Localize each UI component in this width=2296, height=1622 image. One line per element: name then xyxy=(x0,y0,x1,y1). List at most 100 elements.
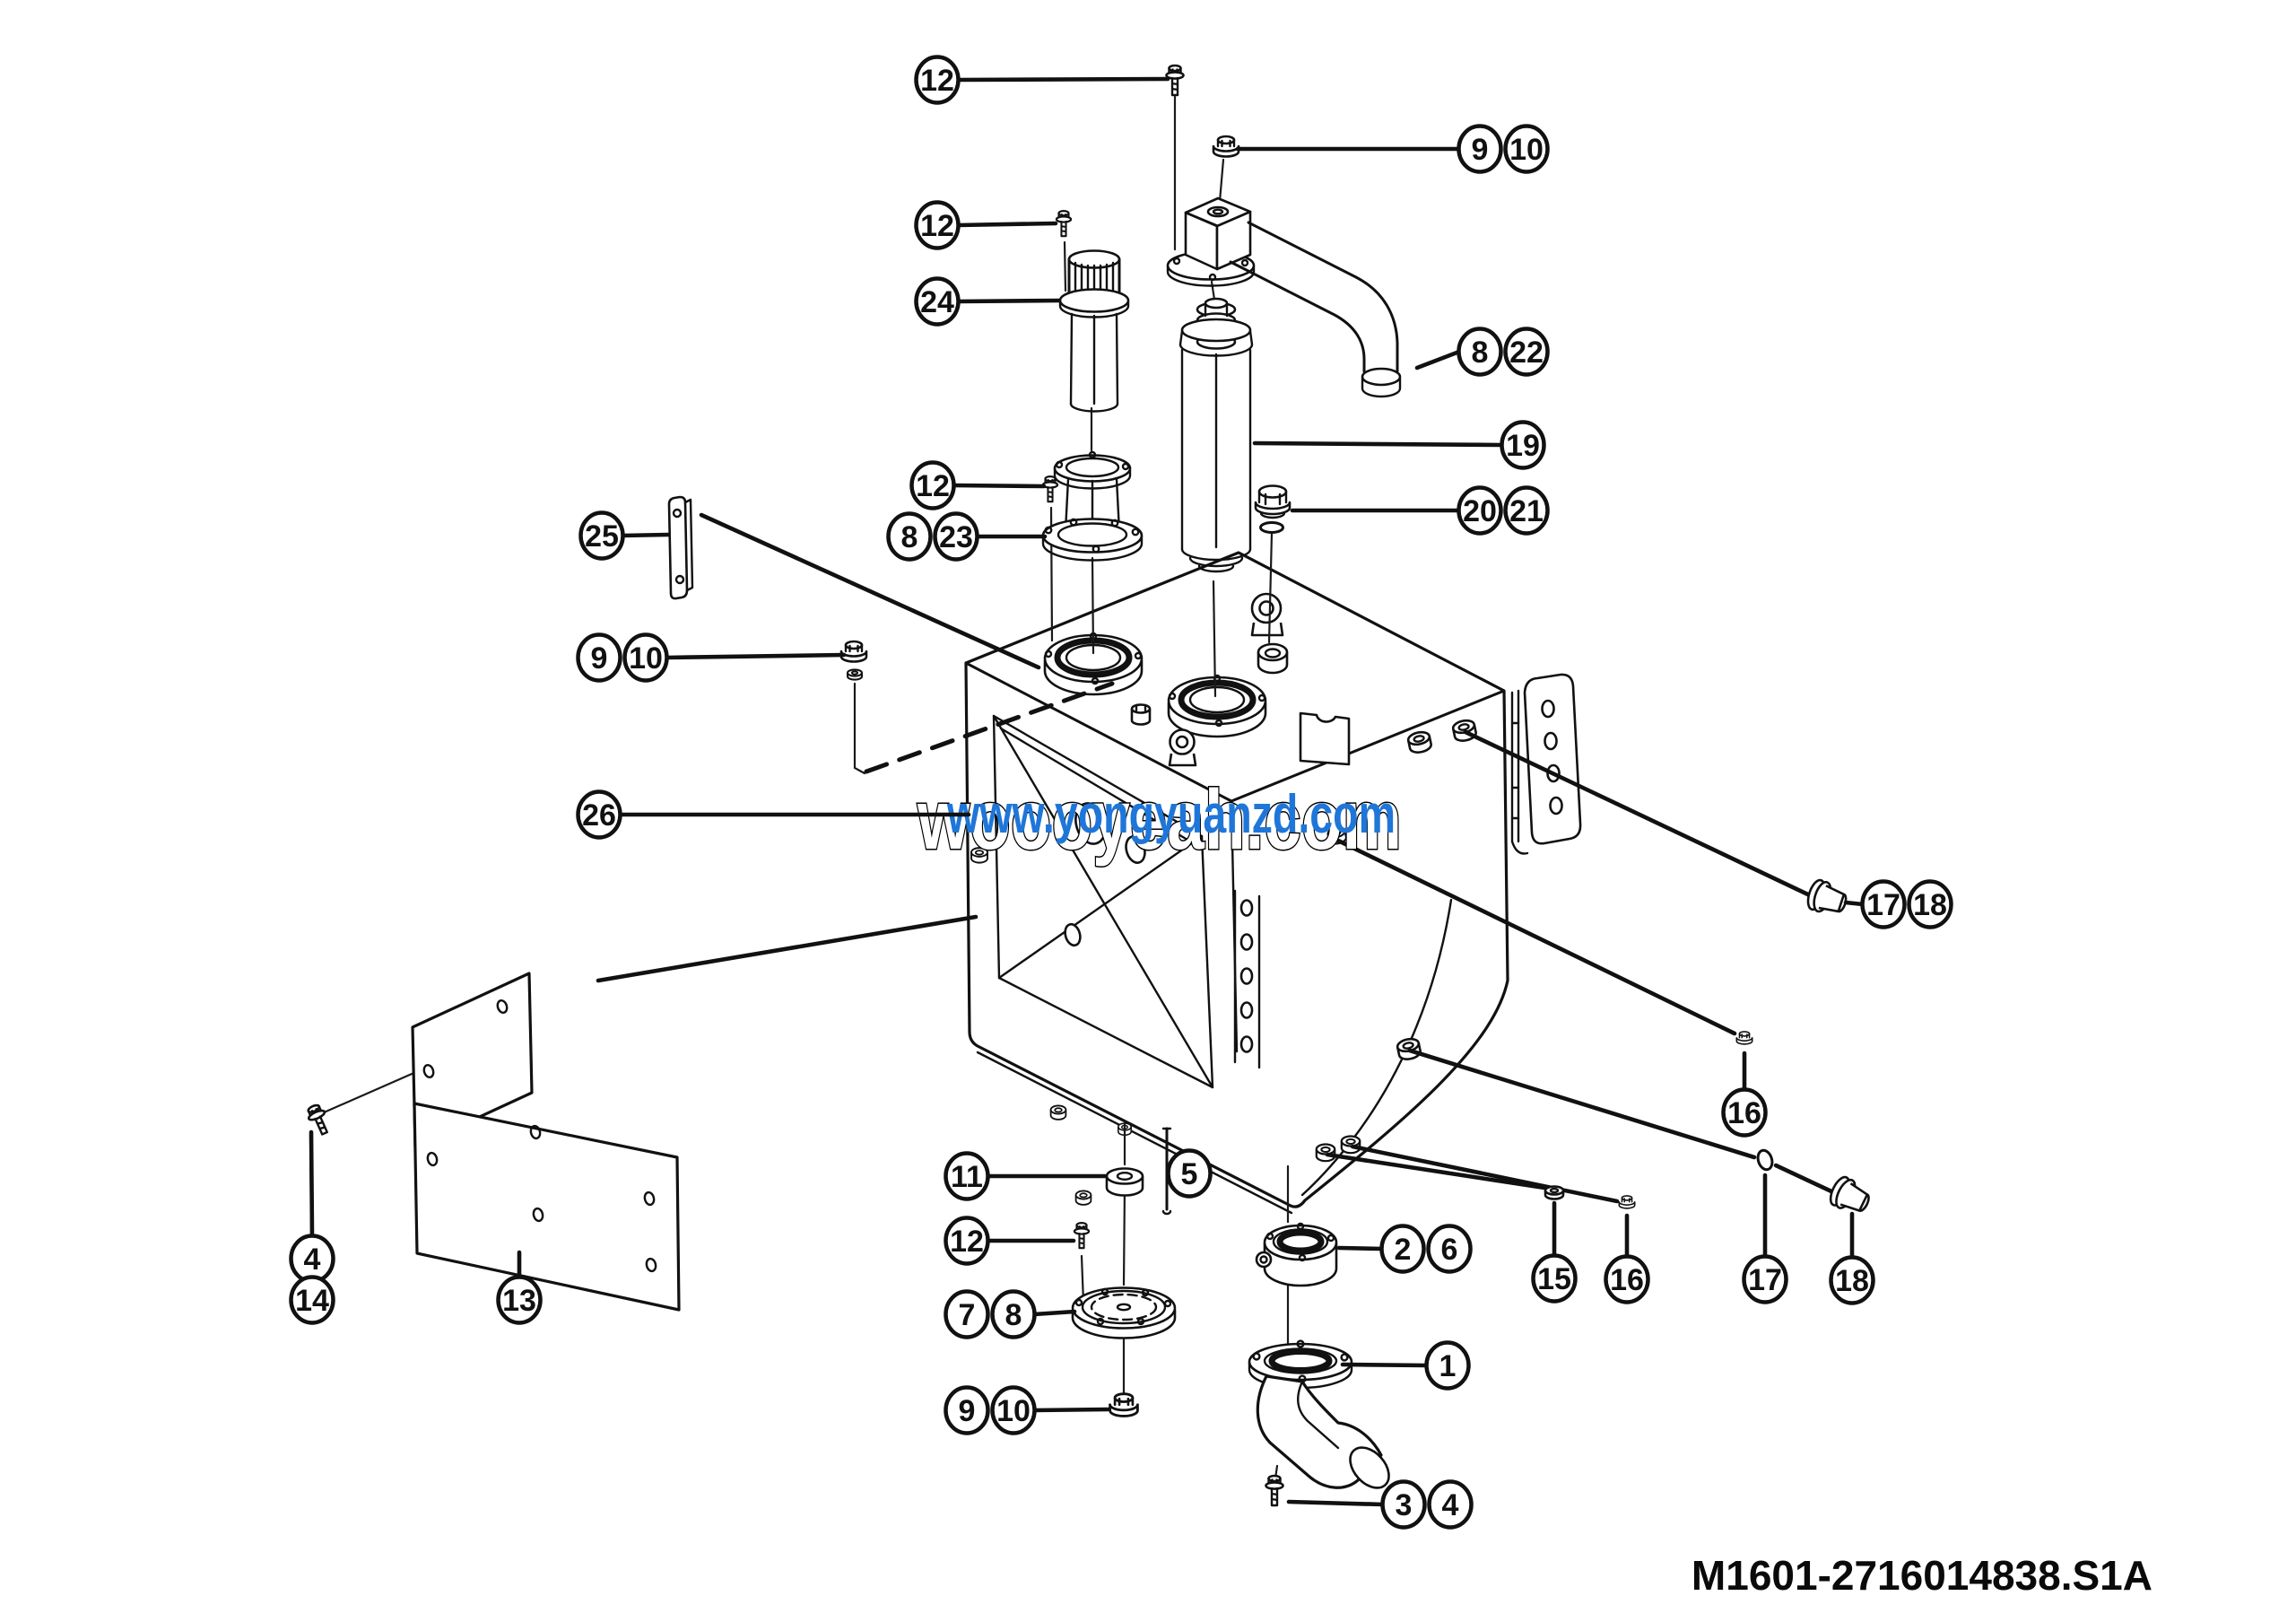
callout-15[interactable]: 15 xyxy=(1531,1200,1578,1304)
svg-text:3: 3 xyxy=(1396,1488,1413,1522)
svg-text:12: 12 xyxy=(920,209,954,243)
side-hole-strip xyxy=(1233,889,1261,1069)
washer-11 xyxy=(1105,1167,1144,1197)
svg-text:8: 8 xyxy=(1472,336,1489,370)
svg-text:5: 5 xyxy=(1181,1157,1198,1191)
svg-text:1: 1 xyxy=(1439,1349,1457,1383)
plug-18 xyxy=(1825,1173,1875,1220)
seat-ring-2-6 xyxy=(1255,1222,1338,1287)
callout-19[interactable]: 19 xyxy=(1252,420,1546,470)
svg-text:10: 10 xyxy=(996,1394,1031,1428)
svg-text:18: 18 xyxy=(1835,1264,1869,1298)
callout-26[interactable]: 26 xyxy=(576,789,971,840)
callout-12-neck[interactable]: 12 xyxy=(909,460,1047,510)
small-clamp xyxy=(1130,703,1152,726)
svg-text:8: 8 xyxy=(1005,1298,1022,1332)
boss-right-low-1 xyxy=(1315,1143,1336,1163)
callout-9-10-left[interactable]: 9 10 xyxy=(576,632,847,683)
callout-13[interactable]: 13 xyxy=(496,1250,543,1325)
bolt-12-neck xyxy=(1041,475,1059,503)
svg-text:26: 26 xyxy=(582,798,616,833)
watermark-outline: woooyeah.com xyxy=(917,772,1402,868)
svg-text:20: 20 xyxy=(1463,494,1497,528)
strap-25 xyxy=(667,495,694,600)
svg-text:4: 4 xyxy=(1442,1488,1459,1522)
filler-neck-8-23 xyxy=(1041,450,1144,562)
top-weld-nut xyxy=(1257,642,1289,675)
svg-text:4: 4 xyxy=(304,1243,321,1277)
svg-text:9: 9 xyxy=(959,1394,976,1428)
flanged-elbow-1 xyxy=(1248,1339,1390,1489)
tank-body xyxy=(964,551,1582,1215)
svg-text:14: 14 xyxy=(295,1284,329,1318)
callout-8-22[interactable]: 8 22 xyxy=(1414,327,1550,377)
boss-front-low-2 xyxy=(1074,1190,1092,1206)
nut-9-10-left xyxy=(839,640,868,681)
lifting-eye-front xyxy=(1168,728,1197,767)
callout-5[interactable]: 5 xyxy=(1165,1148,1213,1199)
callout-18-bottom[interactable]: 18 xyxy=(1829,1211,1875,1305)
callout-12-cap[interactable]: 12 xyxy=(914,200,1058,250)
watermark-blue: www.yongyuanzd.com xyxy=(946,784,1396,844)
svg-text:12: 12 xyxy=(950,1225,984,1259)
callout-12-plate[interactable]: 12 xyxy=(944,1216,1076,1266)
svg-text:24: 24 xyxy=(920,285,954,319)
breather-elbow-8-22 xyxy=(1166,196,1402,398)
front-brace-emboss xyxy=(992,714,1214,1089)
callout-11[interactable]: 11 xyxy=(944,1151,1108,1201)
svg-text:9: 9 xyxy=(1472,133,1489,167)
callout-17-bottom[interactable]: 17 xyxy=(1742,1173,1788,1304)
plug-20-oring-21 xyxy=(1254,484,1292,534)
svg-text:23: 23 xyxy=(939,520,973,554)
nut-16-side xyxy=(1735,1031,1753,1045)
svg-text:7: 7 xyxy=(959,1298,976,1332)
bolt-12-cap xyxy=(1055,210,1073,238)
svg-text:25: 25 xyxy=(585,519,619,554)
callout-14[interactable]: 14 xyxy=(289,1275,335,1325)
assembly-lines xyxy=(596,512,1834,1204)
callout-25[interactable]: 25 xyxy=(578,510,671,561)
svg-text:15: 15 xyxy=(1537,1262,1571,1296)
washer-15 xyxy=(1544,1185,1565,1200)
callout-24[interactable]: 24 xyxy=(914,276,1062,327)
callout-9-10-top[interactable]: 9 10 xyxy=(1235,124,1550,174)
svg-text:2: 2 xyxy=(1395,1233,1412,1267)
lifting-eye-right xyxy=(1250,592,1284,637)
svg-text:12: 12 xyxy=(920,64,954,98)
filler-cap-24 xyxy=(1058,249,1130,413)
bolt-12-plate xyxy=(1073,1222,1091,1250)
svg-text:21: 21 xyxy=(1509,494,1544,528)
callout-16-bottom[interactable]: 16 xyxy=(1604,1213,1650,1304)
svg-text:6: 6 xyxy=(1441,1233,1458,1267)
nut-9-10-top xyxy=(1212,135,1240,158)
baffle-plate-13 xyxy=(411,972,681,1312)
callout-4[interactable]: 4 xyxy=(289,1129,335,1284)
u-bracket xyxy=(1299,711,1351,766)
callout-16-side[interactable]: 16 xyxy=(1721,1051,1768,1138)
boss-right-low-2 xyxy=(1340,1135,1361,1155)
mount-plate-right xyxy=(1510,673,1582,855)
oring-17 xyxy=(1756,1148,1774,1172)
callout-12-top[interactable]: 12 xyxy=(914,55,1170,105)
svg-text:17: 17 xyxy=(1866,888,1900,922)
axis-lines xyxy=(309,95,1290,1480)
svg-text:9: 9 xyxy=(591,641,608,676)
svg-text:10: 10 xyxy=(1509,133,1544,167)
svg-text:22: 22 xyxy=(1509,336,1544,370)
svg-text:16: 16 xyxy=(1727,1096,1761,1130)
bolt-3-elbow xyxy=(1265,1474,1284,1507)
callout-1[interactable]: 1 xyxy=(1340,1340,1471,1391)
suction-filter-19 xyxy=(1178,297,1254,573)
callout-9-10-bottom[interactable]: 9 10 xyxy=(944,1385,1110,1435)
svg-text:10: 10 xyxy=(629,641,663,676)
bolt-4-baffle xyxy=(303,1101,334,1138)
nut-9-10-bottom xyxy=(1109,1392,1139,1417)
